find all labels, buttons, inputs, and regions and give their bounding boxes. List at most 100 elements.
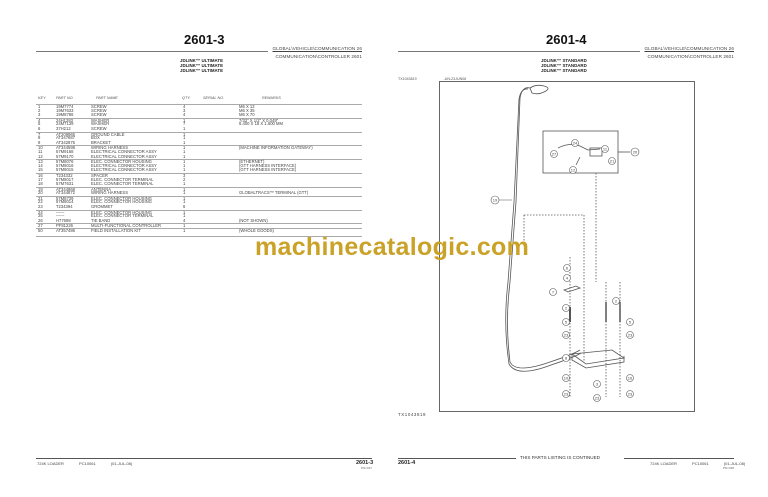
continued-notice: THIS PARTS LISTING IS CONTINUED	[398, 455, 734, 461]
cell-qty: 4	[183, 217, 186, 223]
svg-text:10: 10	[564, 376, 569, 381]
cell-qty: 1	[183, 139, 186, 145]
callout-3: 3	[593, 380, 601, 388]
callout-21: 21	[608, 157, 616, 165]
page-code: PN=327	[361, 466, 372, 470]
callout-12: 12	[569, 166, 577, 174]
cell-qty: 1	[183, 117, 186, 123]
cell-part-no: 57M8014	[56, 199, 74, 205]
svg-text:16: 16	[628, 376, 633, 381]
cell-qty: 1	[183, 209, 186, 215]
callout-8: 8	[562, 354, 570, 362]
cell-key: 22	[38, 199, 43, 205]
cell-qty: 2	[183, 176, 186, 182]
cell-part-name: SCREW	[91, 112, 107, 118]
cell-remarks: M6 X 70	[239, 112, 255, 118]
callout-2a: 2	[562, 304, 570, 312]
svg-text:3: 3	[596, 382, 599, 387]
callout-6: 6	[563, 264, 571, 272]
cell-qty: 1	[183, 153, 186, 159]
cell-key: 5	[38, 121, 41, 127]
cell-qty: 1	[183, 195, 186, 201]
header-qty: QTY.	[182, 96, 191, 100]
cell-remarks: (WHOLE GOODS)	[239, 228, 274, 234]
svg-text:23: 23	[564, 392, 569, 397]
svg-text:6: 6	[566, 266, 569, 271]
figure-caption: TX1043819	[398, 412, 427, 417]
subtitles: JDLINK™ ULTIMATE JDLINK™ ULTIMATE JDLINK…	[180, 58, 223, 73]
svg-text:19: 19	[493, 198, 498, 203]
cell-key: 21	[38, 195, 43, 201]
subtitle: JDLINK™ STANDARD	[541, 58, 587, 63]
cell-qty: 1	[183, 148, 186, 154]
cell-remarks: GLOBALTRACS™ TERMINAL (GTT)	[239, 190, 309, 196]
footer-model: 724K LOADER	[37, 461, 64, 466]
cell-key: 2	[38, 107, 41, 113]
cell-key: 17	[38, 176, 43, 182]
cell-part-no: AT342875	[56, 139, 76, 145]
subtitle: JDLINK™ ULTIMATE	[180, 58, 224, 63]
cell-key: 9	[38, 139, 41, 145]
cell-part-name: WASHER	[91, 121, 110, 127]
header-part-name: PART NAME	[96, 96, 118, 100]
cell-part-no: AT344868	[56, 186, 76, 192]
cell-remarks: 7/32" X 1/2" X 0.049"	[239, 117, 279, 123]
callout-5a: 5	[562, 318, 570, 326]
cell-part-no: AT209965	[56, 131, 76, 137]
cell-qty: 1	[183, 131, 186, 137]
cell-part-name: MULTI-FUNCTIONAL CONTROLLER	[91, 223, 162, 229]
cell-key: 16	[38, 172, 43, 178]
cell-remarks: (MACHINE INFORMATION GATEWAY)	[239, 145, 313, 151]
page-number: 2601-3	[356, 460, 374, 466]
cell-part-no: ------	[56, 213, 65, 219]
cell-part-no: 57M8015	[56, 167, 74, 173]
cell-part-name: ANTENNA	[91, 186, 112, 192]
watermark: machinecatalogic.com	[255, 233, 530, 261]
cell-part-name: FIELD INSTALLATION KIT	[91, 228, 141, 234]
cell-key: 25	[38, 213, 43, 219]
cell-part-name: ELEC. CONNECTOR HOUSING	[91, 209, 152, 215]
cell-qty: 1	[183, 145, 186, 151]
cell-qty: 6	[183, 204, 186, 210]
cell-remarks: M6 X 12	[239, 104, 255, 109]
section-subpath: COMMUNICATION\CONTROLLER 2601	[275, 54, 362, 59]
cell-qty: 1	[183, 213, 186, 219]
cell-key: 18	[38, 181, 43, 187]
cell-part-no: 57M8739	[56, 195, 74, 201]
page-title: 2601-4	[546, 32, 587, 47]
svg-text:20: 20	[633, 150, 638, 155]
svg-text:5: 5	[565, 320, 568, 325]
callout-19: 19	[490, 195, 512, 205]
cell-part-no: PF81226	[56, 223, 73, 229]
diagram-drawing: 19 24 11 27 21 12 20 50 6 4 7 2 2 5 5 23…	[490, 84, 640, 402]
left-page: 2601-3 GLOBAL\VEHICLE\COMMUNICATION 26 C…	[36, 32, 374, 470]
cell-qty: 1	[183, 190, 186, 196]
cell-part-name: SPACER	[91, 172, 108, 178]
cell-key: 8	[38, 135, 41, 141]
cell-part-name: GROMMET	[91, 204, 113, 210]
callout-24: 24	[571, 139, 579, 147]
cell-part-name: GROUND CABLE	[91, 131, 125, 137]
figure-code: -UN-23JUN08	[443, 77, 467, 81]
cell-key: 14	[38, 162, 43, 168]
svg-text:11: 11	[603, 147, 608, 152]
header-serial-no: SERIAL NO.	[203, 96, 225, 100]
page-title: 2601-3	[184, 32, 225, 47]
cell-part-name: BOX	[91, 135, 100, 141]
cell-key: 27	[38, 223, 43, 229]
cell-key: 4	[38, 117, 41, 123]
right-page: 2601-4 GLOBAL\VEHICLE\COMMUNICATION 26 C…	[384, 0, 768, 497]
cell-part-name: WIRING HARNESS	[91, 190, 128, 196]
